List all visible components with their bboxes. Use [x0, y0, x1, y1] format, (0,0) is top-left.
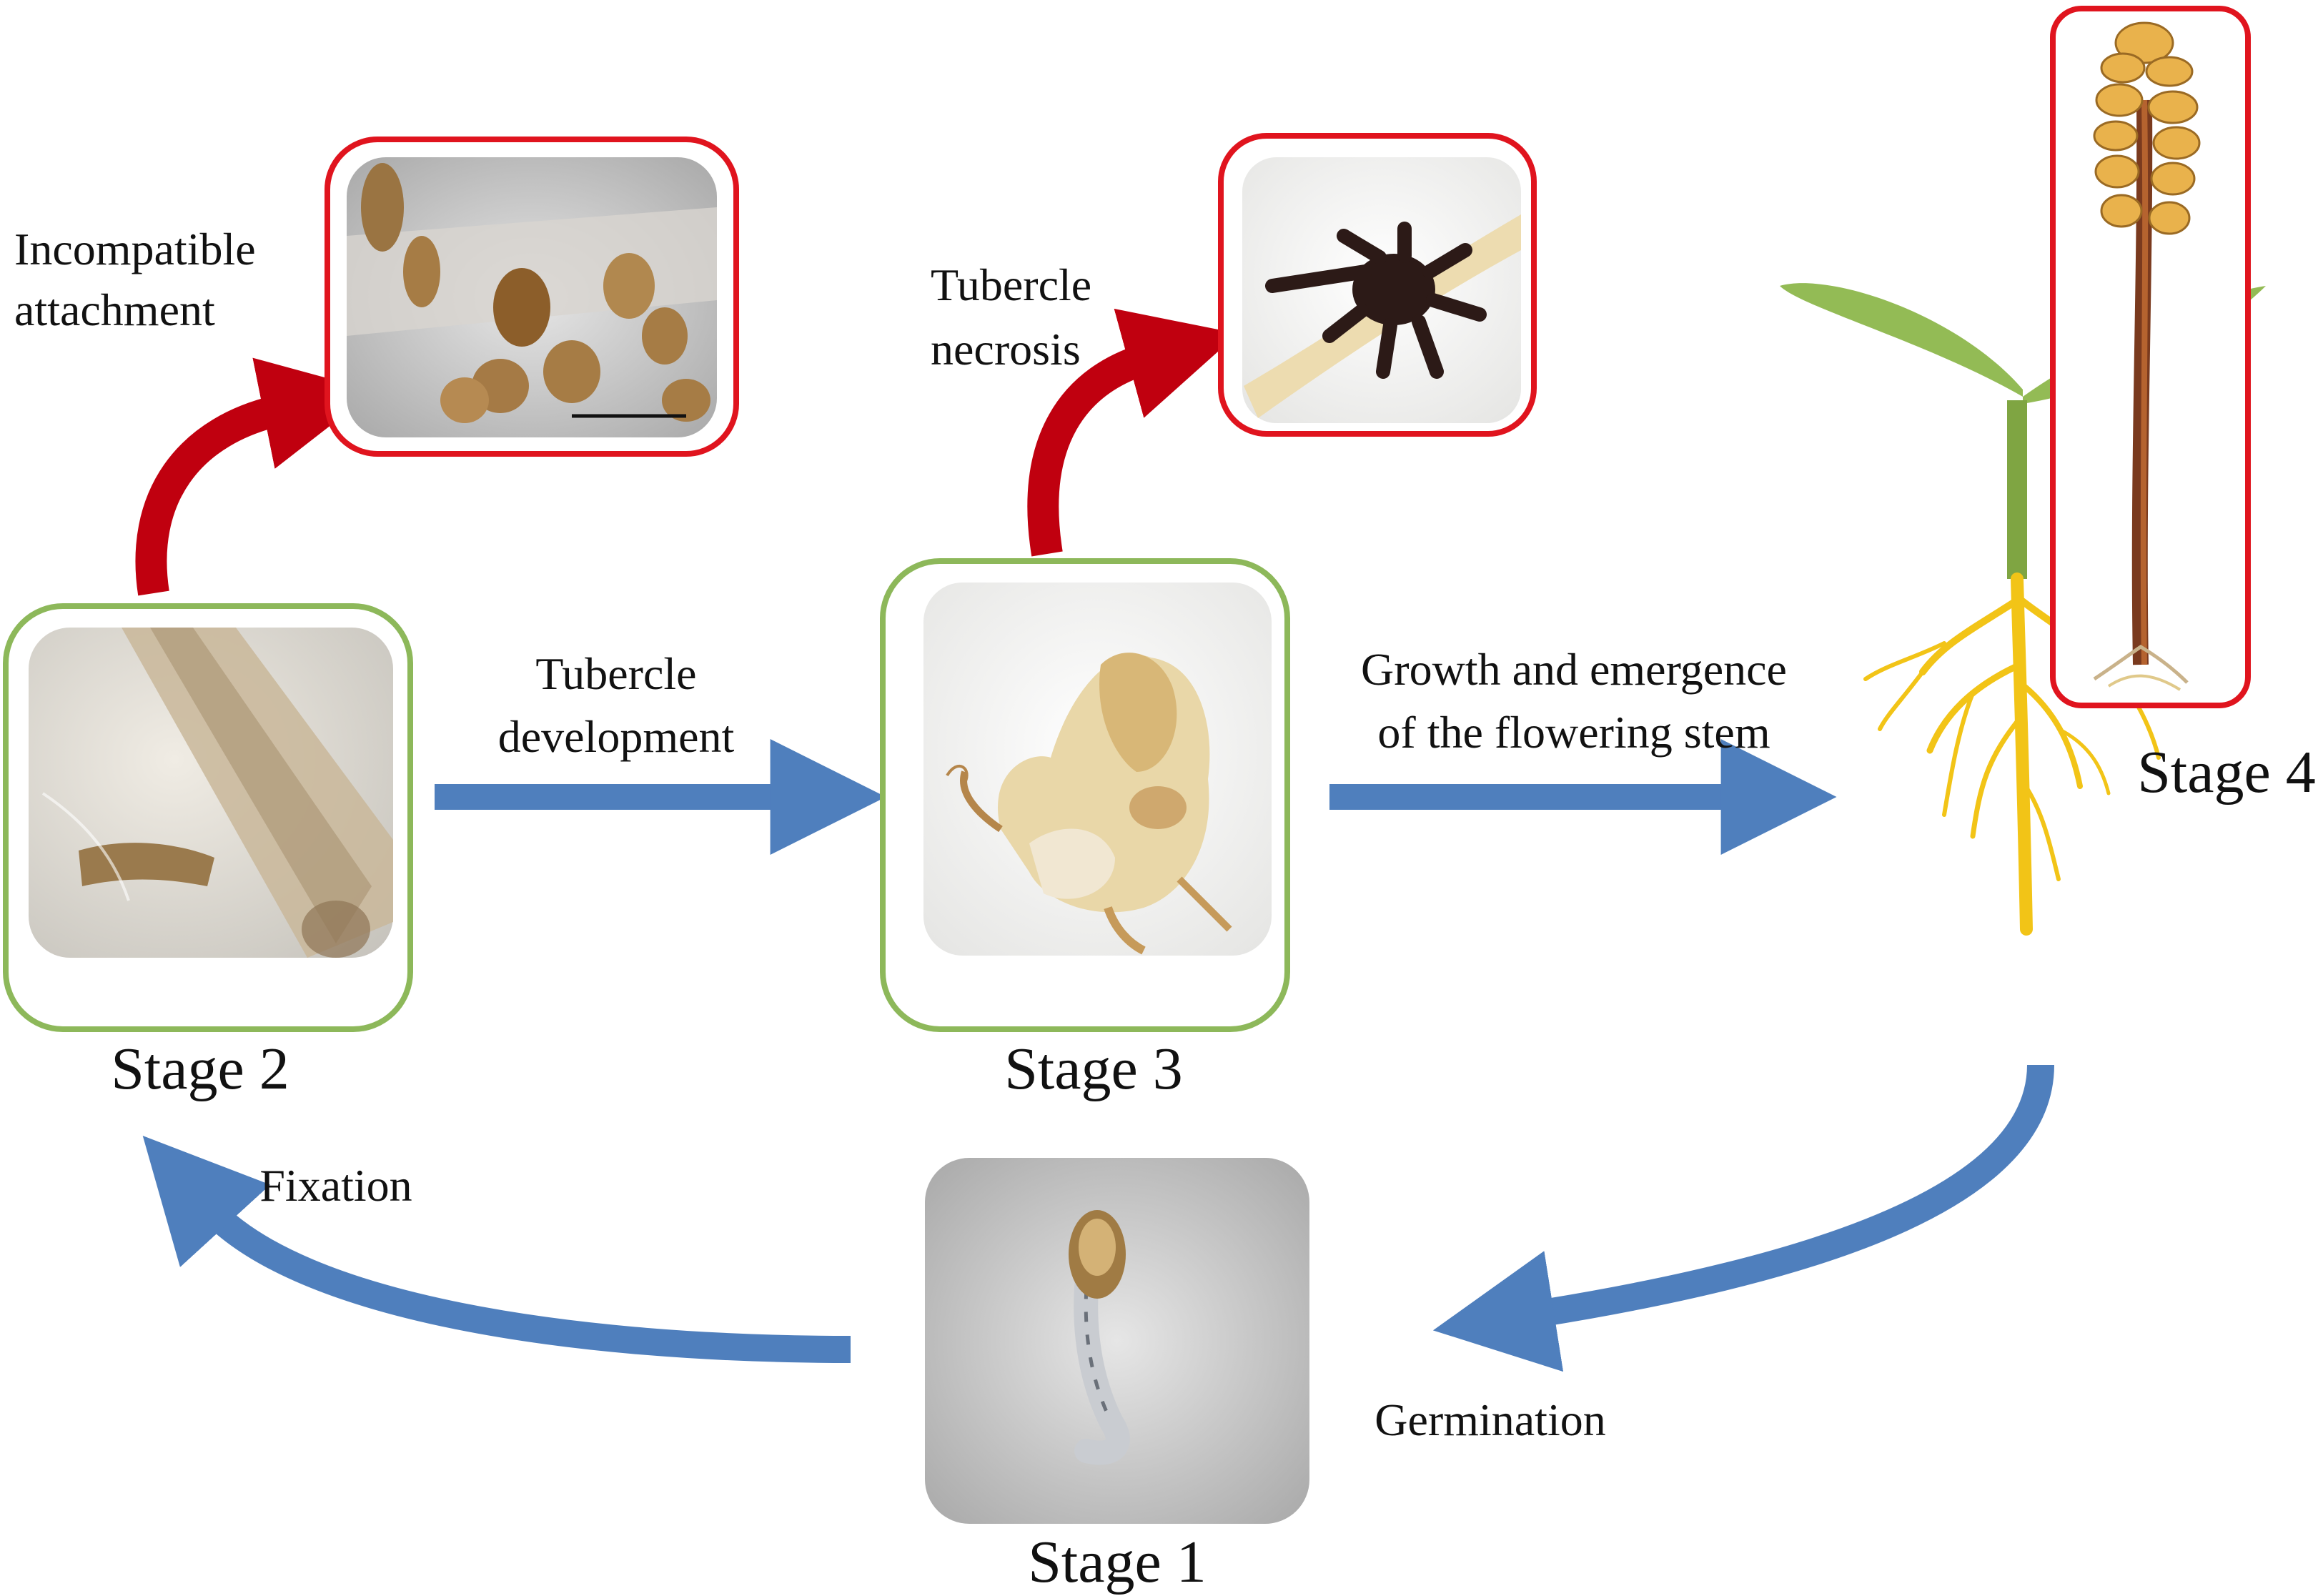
tubercle-necrosis-label-line1: Tubercle — [931, 259, 1091, 310]
stage-3-panel — [880, 558, 1290, 1032]
tubercle-necrosis-label-line2: necrosis — [931, 324, 1081, 375]
stage-2-panel — [3, 603, 413, 1032]
stage-1-label: Stage 1 — [1028, 1529, 1207, 1595]
stage-2-micrograph — [29, 628, 393, 958]
arrow-tubercle-necrosis — [1027, 308, 1239, 557]
host-leaf-left — [1780, 283, 2023, 397]
stage-3-tubercle-photo — [923, 583, 1272, 956]
stage-4-flowering-stem-panel — [2050, 6, 2251, 708]
germination-label: Germination — [1375, 1394, 1605, 1445]
growth-emergence-label-line1: Growth and emergence — [1361, 644, 1787, 695]
incompatible-attachment-micrograph — [347, 157, 717, 437]
tubercle-development-label-line1: Tubercle — [535, 648, 696, 699]
growth-emergence-label-line2: of the flowering stem — [1377, 707, 1770, 758]
stage-1-germinating-seed-micrograph — [925, 1158, 1309, 1524]
incompatible-attachment-label-line1: Incompatible — [14, 224, 256, 274]
incompatible-attachment-panel — [325, 137, 739, 457]
arrow-fixation — [142, 1136, 851, 1363]
stage-1-panel — [925, 1158, 1309, 1524]
arrow-germination — [1432, 1064, 2054, 1372]
incompatible-attachment-label-line2: attachment — [14, 284, 215, 335]
tubercle-necrosis-photo — [1242, 157, 1521, 423]
stage-3-label: Stage 3 — [1004, 1036, 1183, 1102]
arrow-incompatible-attachment — [135, 357, 375, 596]
flowering-stem-illustration — [2093, 21, 2201, 691]
host-stem — [2007, 400, 2027, 579]
tubercle-necrosis-panel — [1218, 133, 1537, 437]
fixation-label: Fixation — [259, 1160, 412, 1211]
stage-2-label: Stage 2 — [111, 1036, 289, 1102]
stage-4-label: Stage 4 — [2137, 739, 2316, 806]
tubercle-development-label-line2: development — [498, 711, 735, 762]
